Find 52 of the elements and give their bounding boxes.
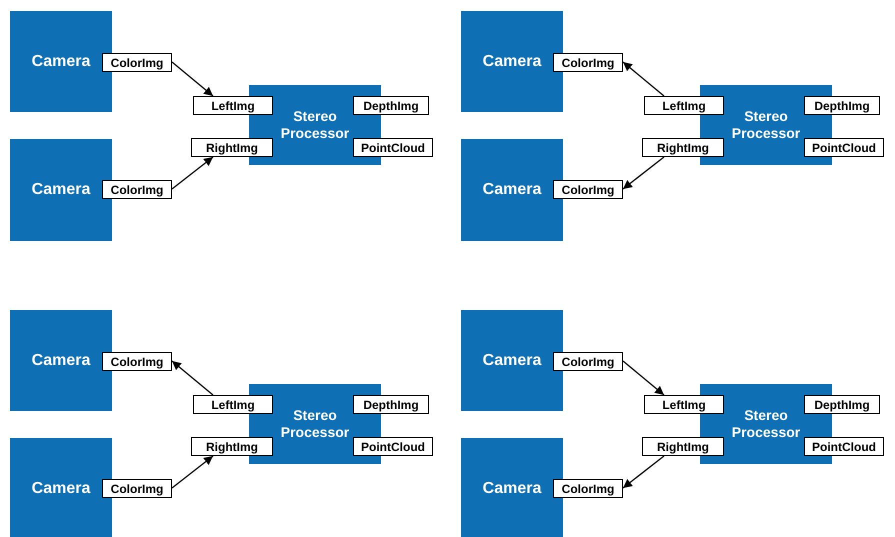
box-label: Camera bbox=[482, 52, 542, 72]
port-box: DepthImg bbox=[353, 96, 429, 115]
camera-box bbox=[461, 139, 563, 241]
port-box: LeftImg bbox=[644, 395, 724, 414]
port-box: LeftImg bbox=[644, 96, 724, 115]
port-box: ColorImg bbox=[102, 479, 172, 498]
box-label: Camera bbox=[32, 350, 90, 370]
port-box: RightImg bbox=[191, 437, 273, 456]
port-box: RightImg bbox=[191, 138, 273, 157]
camera-box bbox=[10, 438, 112, 537]
camera-box bbox=[461, 310, 563, 411]
port-box: ColorImg bbox=[102, 180, 172, 199]
arrow bbox=[622, 62, 664, 96]
box-label: Stereo Processor bbox=[280, 108, 350, 142]
port-box: ColorImg bbox=[102, 53, 172, 72]
box-label: Stereo Processor bbox=[730, 108, 802, 142]
port-box: DepthImg bbox=[353, 395, 429, 414]
port-box: LeftImg bbox=[193, 96, 273, 115]
port-box: LeftImg bbox=[193, 395, 273, 414]
box-label: Camera bbox=[32, 180, 90, 200]
port-box: ColorImg bbox=[553, 53, 623, 72]
port-box: ColorImg bbox=[102, 352, 172, 371]
box-label: Camera bbox=[482, 350, 542, 370]
arrow bbox=[622, 360, 664, 396]
port-box: DepthImg bbox=[804, 96, 880, 115]
arrow bbox=[172, 156, 214, 190]
camera-box bbox=[10, 139, 112, 241]
port-box: PointCloud bbox=[353, 437, 433, 456]
box-label: Camera bbox=[482, 479, 542, 499]
camera-box bbox=[461, 11, 563, 112]
camera-box bbox=[461, 438, 563, 537]
port-box: ColorImg bbox=[553, 352, 623, 371]
port-box: ColorImg bbox=[553, 479, 623, 498]
port-box: PointCloud bbox=[804, 437, 884, 456]
port-box: DepthImg bbox=[804, 395, 880, 414]
port-box: RightImg bbox=[642, 138, 724, 157]
camera-box bbox=[10, 11, 112, 112]
arrow bbox=[172, 455, 214, 489]
box-label: Camera bbox=[482, 180, 542, 200]
port-box: RightImg bbox=[642, 437, 724, 456]
port-box: PointCloud bbox=[353, 138, 433, 157]
port-box: ColorImg bbox=[553, 180, 623, 199]
arrow bbox=[172, 62, 214, 96]
port-box: PointCloud bbox=[804, 138, 884, 157]
box-label: Stereo Processor bbox=[730, 407, 802, 441]
camera-box bbox=[10, 310, 112, 411]
box-label: Camera bbox=[32, 52, 90, 72]
box-label: Camera bbox=[32, 479, 90, 499]
box-label: Stereo Processor bbox=[280, 407, 350, 441]
arrow bbox=[622, 156, 664, 190]
arrow bbox=[172, 360, 214, 396]
arrow bbox=[622, 455, 664, 489]
